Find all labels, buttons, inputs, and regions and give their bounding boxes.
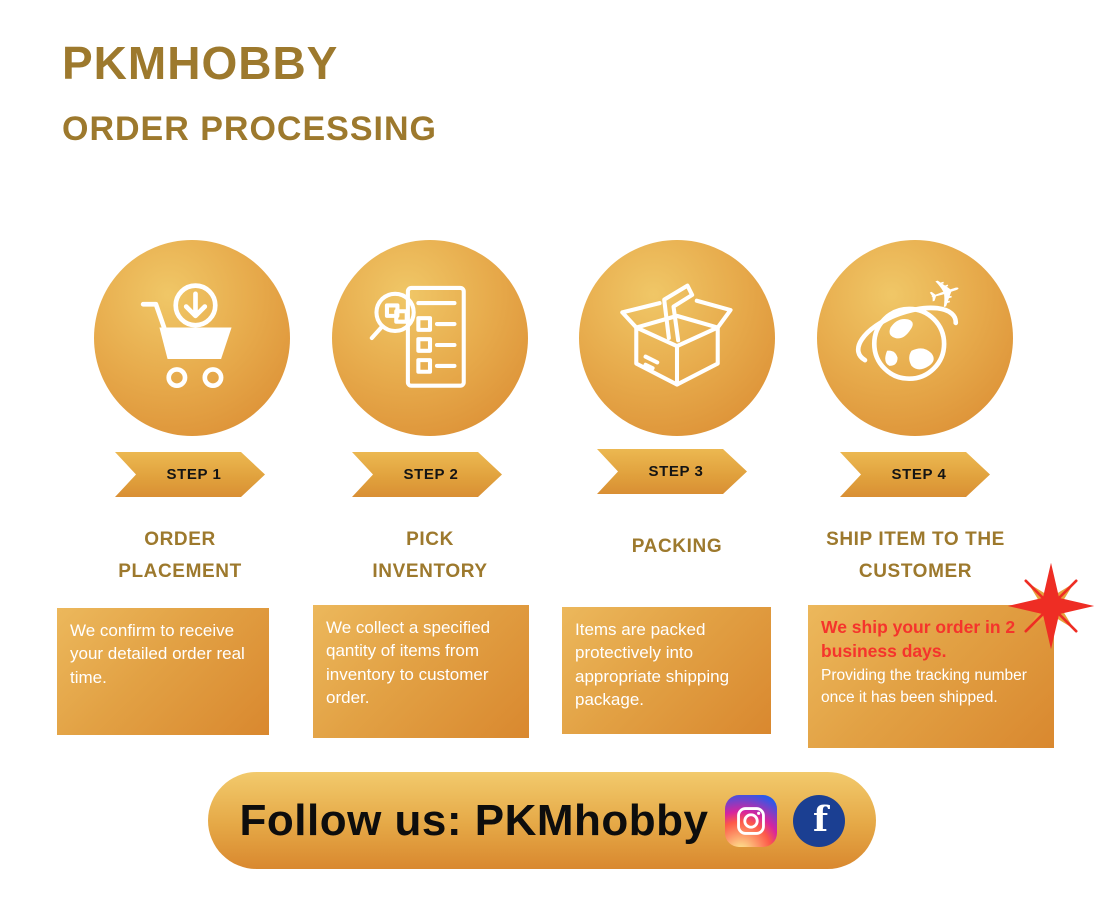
pick-inventory-icon: [366, 274, 494, 402]
step-description-box-2: We collect a specified qantity of items …: [313, 605, 529, 738]
brand-title: PKMHOBBY: [62, 37, 339, 89]
facebook-glyph: f: [812, 799, 829, 840]
packing-box-icon: [613, 274, 741, 402]
step-label: STEP 1: [166, 466, 222, 483]
step3-icon-badge: [579, 240, 775, 436]
step-title-1: ORDER PLACEMENT: [118, 529, 242, 582]
step-title-4: SHIP ITEM TO THE CUSTOMER: [826, 529, 1005, 582]
step-label: STEP 3: [648, 463, 704, 480]
sparkle-star-icon: [1006, 561, 1096, 651]
step-description: We confirm to receive your detailed orde…: [70, 621, 245, 687]
instagram-icon[interactable]: [724, 794, 777, 847]
step-title-2: PICK INVENTORY: [372, 529, 488, 582]
step-banner-4: STEP 4: [840, 452, 990, 497]
step-description-box-4: We ship your order in 2 business days. P…: [808, 605, 1054, 748]
cart-download-icon: [128, 274, 256, 402]
step-title-3: PACKING: [631, 536, 723, 557]
step2-icon-badge: [332, 240, 528, 436]
step-banner-2: STEP 2: [352, 452, 502, 497]
step-description-box-1: We confirm to receive your detailed orde…: [57, 608, 269, 735]
follow-banner: Follow us: PKMhobby f: [208, 772, 876, 869]
step-description: Items are packed protectively into appro…: [575, 620, 730, 710]
step-label: STEP 4: [891, 466, 947, 483]
step-description-box-3: Items are packed protectively into appro…: [562, 607, 771, 734]
follow-text: Follow us: PKMhobby: [239, 795, 709, 845]
ship-globe-icon: ✈: [851, 274, 979, 402]
step1-icon-badge: [94, 240, 290, 436]
step-banner-3: STEP 3: [597, 449, 747, 494]
page-title: ORDER PROCESSING: [62, 110, 437, 148]
step-description-highlight: We ship your order in 2 business days.: [821, 617, 1016, 661]
step-banner-1: STEP 1: [115, 452, 265, 497]
step-description: We collect a specified qantity of items …: [326, 618, 491, 708]
facebook-icon[interactable]: f: [792, 794, 845, 847]
step4-icon-badge: ✈: [817, 240, 1013, 436]
step-label: STEP 2: [403, 466, 459, 483]
step-description: Providing the tracking number once it ha…: [821, 667, 1027, 707]
